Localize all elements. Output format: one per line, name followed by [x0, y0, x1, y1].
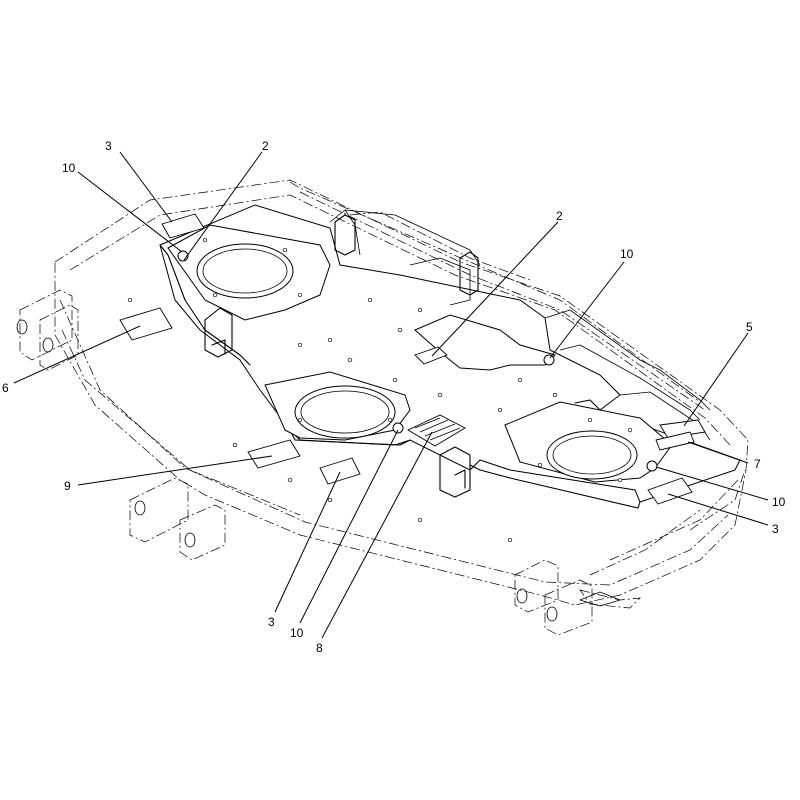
leader-10-top: [77, 171, 183, 253]
spindle-holes: [196, 243, 638, 480]
leader-10-right: [549, 261, 625, 359]
front-bumper: [579, 469, 746, 607]
leader-lines: [13, 151, 769, 639]
decal-6: [119, 307, 173, 341]
plug-10-bottom: [392, 422, 404, 434]
callout-2-top: 2: [262, 139, 269, 153]
plug-10-lower-right: [646, 460, 658, 472]
leader-6: [13, 325, 141, 384]
leader-3-top: [119, 151, 173, 223]
callout-10-bottom: 10: [290, 626, 304, 640]
left-arm-brackets: [16, 289, 226, 561]
callout-labels: 3 2 10 2 10 5 6 7 9 10 3 3 10 8: [2, 139, 786, 655]
leader-9: [77, 455, 273, 486]
decal-3-bottom: [319, 457, 361, 485]
deck-uprights: [204, 214, 479, 498]
callout-7: 7: [754, 457, 761, 471]
leader-10-lower-right: [655, 466, 769, 501]
callout-3-bottom: 3: [268, 615, 275, 629]
rear-rails: [329, 209, 711, 441]
callout-8: 8: [316, 641, 323, 655]
leader-7: [687, 441, 749, 464]
front-arm-brackets: [514, 559, 641, 636]
callout-2-mid: 2: [556, 209, 563, 223]
leader-2-top: [183, 151, 263, 261]
leader-10-bottom: [299, 429, 399, 624]
plug-10-right: [543, 354, 555, 366]
decal-3-top: [161, 213, 205, 239]
callout-10-top: 10: [62, 161, 76, 175]
decal-3-right: [647, 477, 693, 505]
callout-10-right: 10: [620, 247, 634, 261]
decal-2-mid: [414, 346, 448, 365]
leader-8: [321, 431, 433, 639]
decal-5: [659, 419, 706, 439]
decal-7: [655, 431, 695, 451]
callout-9: 9: [64, 479, 71, 493]
callout-10-lower-right: 10: [772, 495, 786, 509]
leader-5: [683, 332, 749, 427]
decals: [119, 213, 706, 505]
leader-2-mid: [431, 221, 559, 357]
callout-6: 6: [2, 381, 9, 395]
leader-3-right: [667, 493, 769, 526]
decal-9: [247, 439, 301, 469]
callout-3-right: 3: [772, 522, 779, 536]
decal-8-qr: [407, 414, 466, 447]
deck-bolts: [127, 237, 633, 543]
callout-3-top: 3: [105, 139, 112, 153]
callout-5: 5: [746, 320, 753, 334]
leader-3-bottom: [274, 471, 341, 613]
